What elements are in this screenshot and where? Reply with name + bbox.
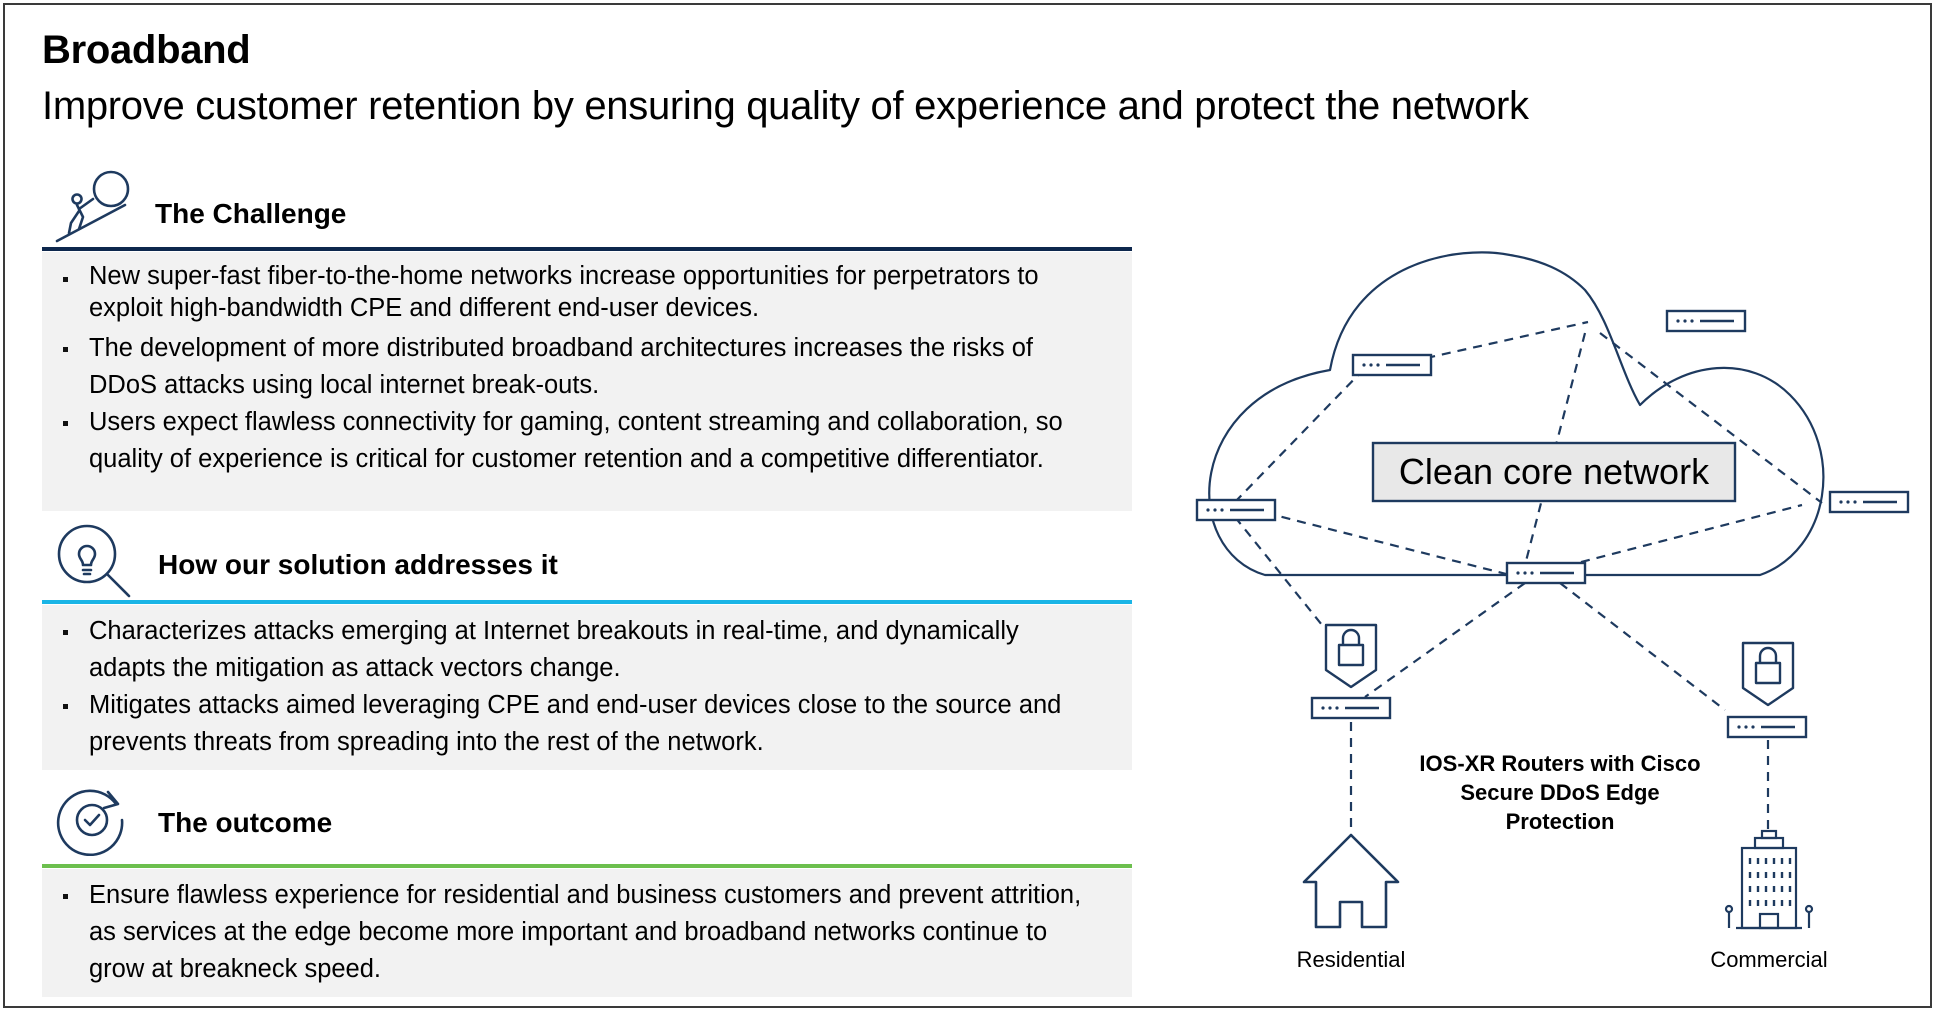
- solution-bullet: Characterizes attacks emerging at Intern…: [63, 613, 1102, 687]
- router-icon: [1195, 498, 1277, 522]
- page-title: Broadband: [42, 28, 251, 72]
- challenge-bullet-list: New super-fast fiber-to-the-home network…: [63, 260, 1102, 478]
- solution-bullet-list: Characterizes attacks emerging at Intern…: [63, 613, 1102, 761]
- network-diagram: Clean core network IOS-XR Routers with C…: [1195, 251, 1910, 972]
- router-caption-line: IOS-XR Routers with Cisco: [1419, 751, 1700, 776]
- solution-bullet-box: Characterizes attacks emerging at Intern…: [42, 605, 1132, 770]
- challenge-bullet: Users expect flawless connectivity for g…: [63, 404, 1102, 478]
- section-title-outcome: The outcome: [158, 807, 333, 838]
- router-icon: [1310, 696, 1392, 720]
- challenge-bullet-box: New super-fast fiber-to-the-home network…: [42, 252, 1132, 511]
- section-title-solution: How our solution addresses it: [158, 549, 558, 580]
- cloud-label-text: Clean core network: [1399, 451, 1710, 492]
- section-rule-challenge: [42, 247, 1132, 251]
- section-title-challenge: The Challenge: [155, 198, 347, 229]
- solution-bullet: Mitigates attacks aimed leveraging CPE a…: [63, 687, 1102, 761]
- clean-core-network-label: Clean core network: [1371, 441, 1737, 503]
- router-icon: [1828, 490, 1910, 514]
- padlock-shield-icon: [1741, 641, 1795, 707]
- section-rule-solution: [42, 600, 1132, 604]
- challenge-bullet: The development of more distributed broa…: [63, 330, 1102, 404]
- residential-label: Residential: [1297, 947, 1406, 972]
- house-icon: [1302, 833, 1400, 929]
- refresh-checkmark-icon: [56, 789, 124, 856]
- outcome-bullet-list: Ensure flawless experience for residenti…: [63, 877, 1102, 988]
- router-icon: [1665, 309, 1747, 333]
- page-frame: [3, 3, 1932, 1008]
- page-subtitle: Improve customer retention by ensuring q…: [42, 84, 1529, 128]
- router-caption-line: Protection: [1506, 809, 1615, 834]
- cloud-icon: [1208, 251, 1825, 577]
- router-caption-line: Secure DDoS Edge: [1460, 780, 1659, 805]
- office-building-icon: [1724, 829, 1814, 930]
- router-icon: [1505, 561, 1587, 585]
- section-rule-outcome: [42, 864, 1132, 868]
- outcome-bullet: Ensure flawless experience for residenti…: [63, 877, 1102, 988]
- lightbulb-magnifier-icon: [57, 524, 131, 598]
- padlock-shield-icon: [1324, 623, 1378, 689]
- person-pushing-boulder-icon: [55, 170, 130, 243]
- commercial-label: Commercial: [1710, 947, 1827, 972]
- outcome-bullet-box: Ensure flawless experience for residenti…: [42, 869, 1132, 997]
- router-icon: [1351, 353, 1433, 377]
- router-caption: IOS-XR Routers with Cisco Secure DDoS Ed…: [1419, 751, 1700, 834]
- router-icon: [1726, 715, 1808, 739]
- challenge-bullet: New super-fast fiber-to-the-home network…: [63, 260, 1102, 324]
